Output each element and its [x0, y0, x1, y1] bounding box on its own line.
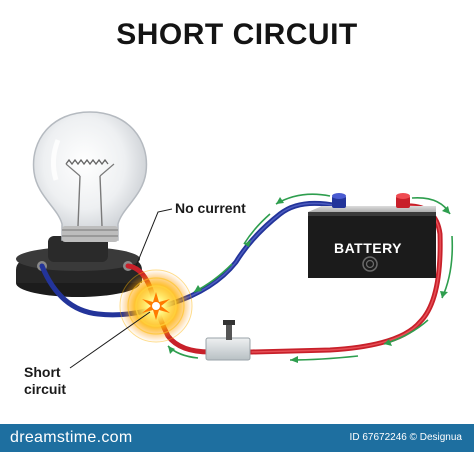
short-circuit-label-line1: Short [24, 364, 61, 380]
short-circuit-label-line2: circuit [24, 381, 67, 397]
switch [205, 320, 251, 361]
footer-id: ID 67672246 © Designua [349, 432, 462, 443]
page-title: SHORT CIRCUIT [116, 18, 358, 51]
short-circuit-leader [69, 311, 151, 369]
battery-label: BATTERY [333, 240, 403, 256]
bulb-socket [16, 236, 142, 297]
no-current-label: No current [175, 200, 246, 216]
footer-site: dreamstime.com [10, 429, 133, 446]
light-bulb [32, 111, 148, 242]
battery [308, 193, 436, 278]
spark [119, 269, 193, 343]
no-current-leader [135, 208, 173, 267]
current-arrows [167, 193, 454, 363]
footer-bar: dreamstime.com ID 67672246 © Designua [0, 424, 474, 452]
short-circuit-label: Short circuit [24, 364, 84, 398]
